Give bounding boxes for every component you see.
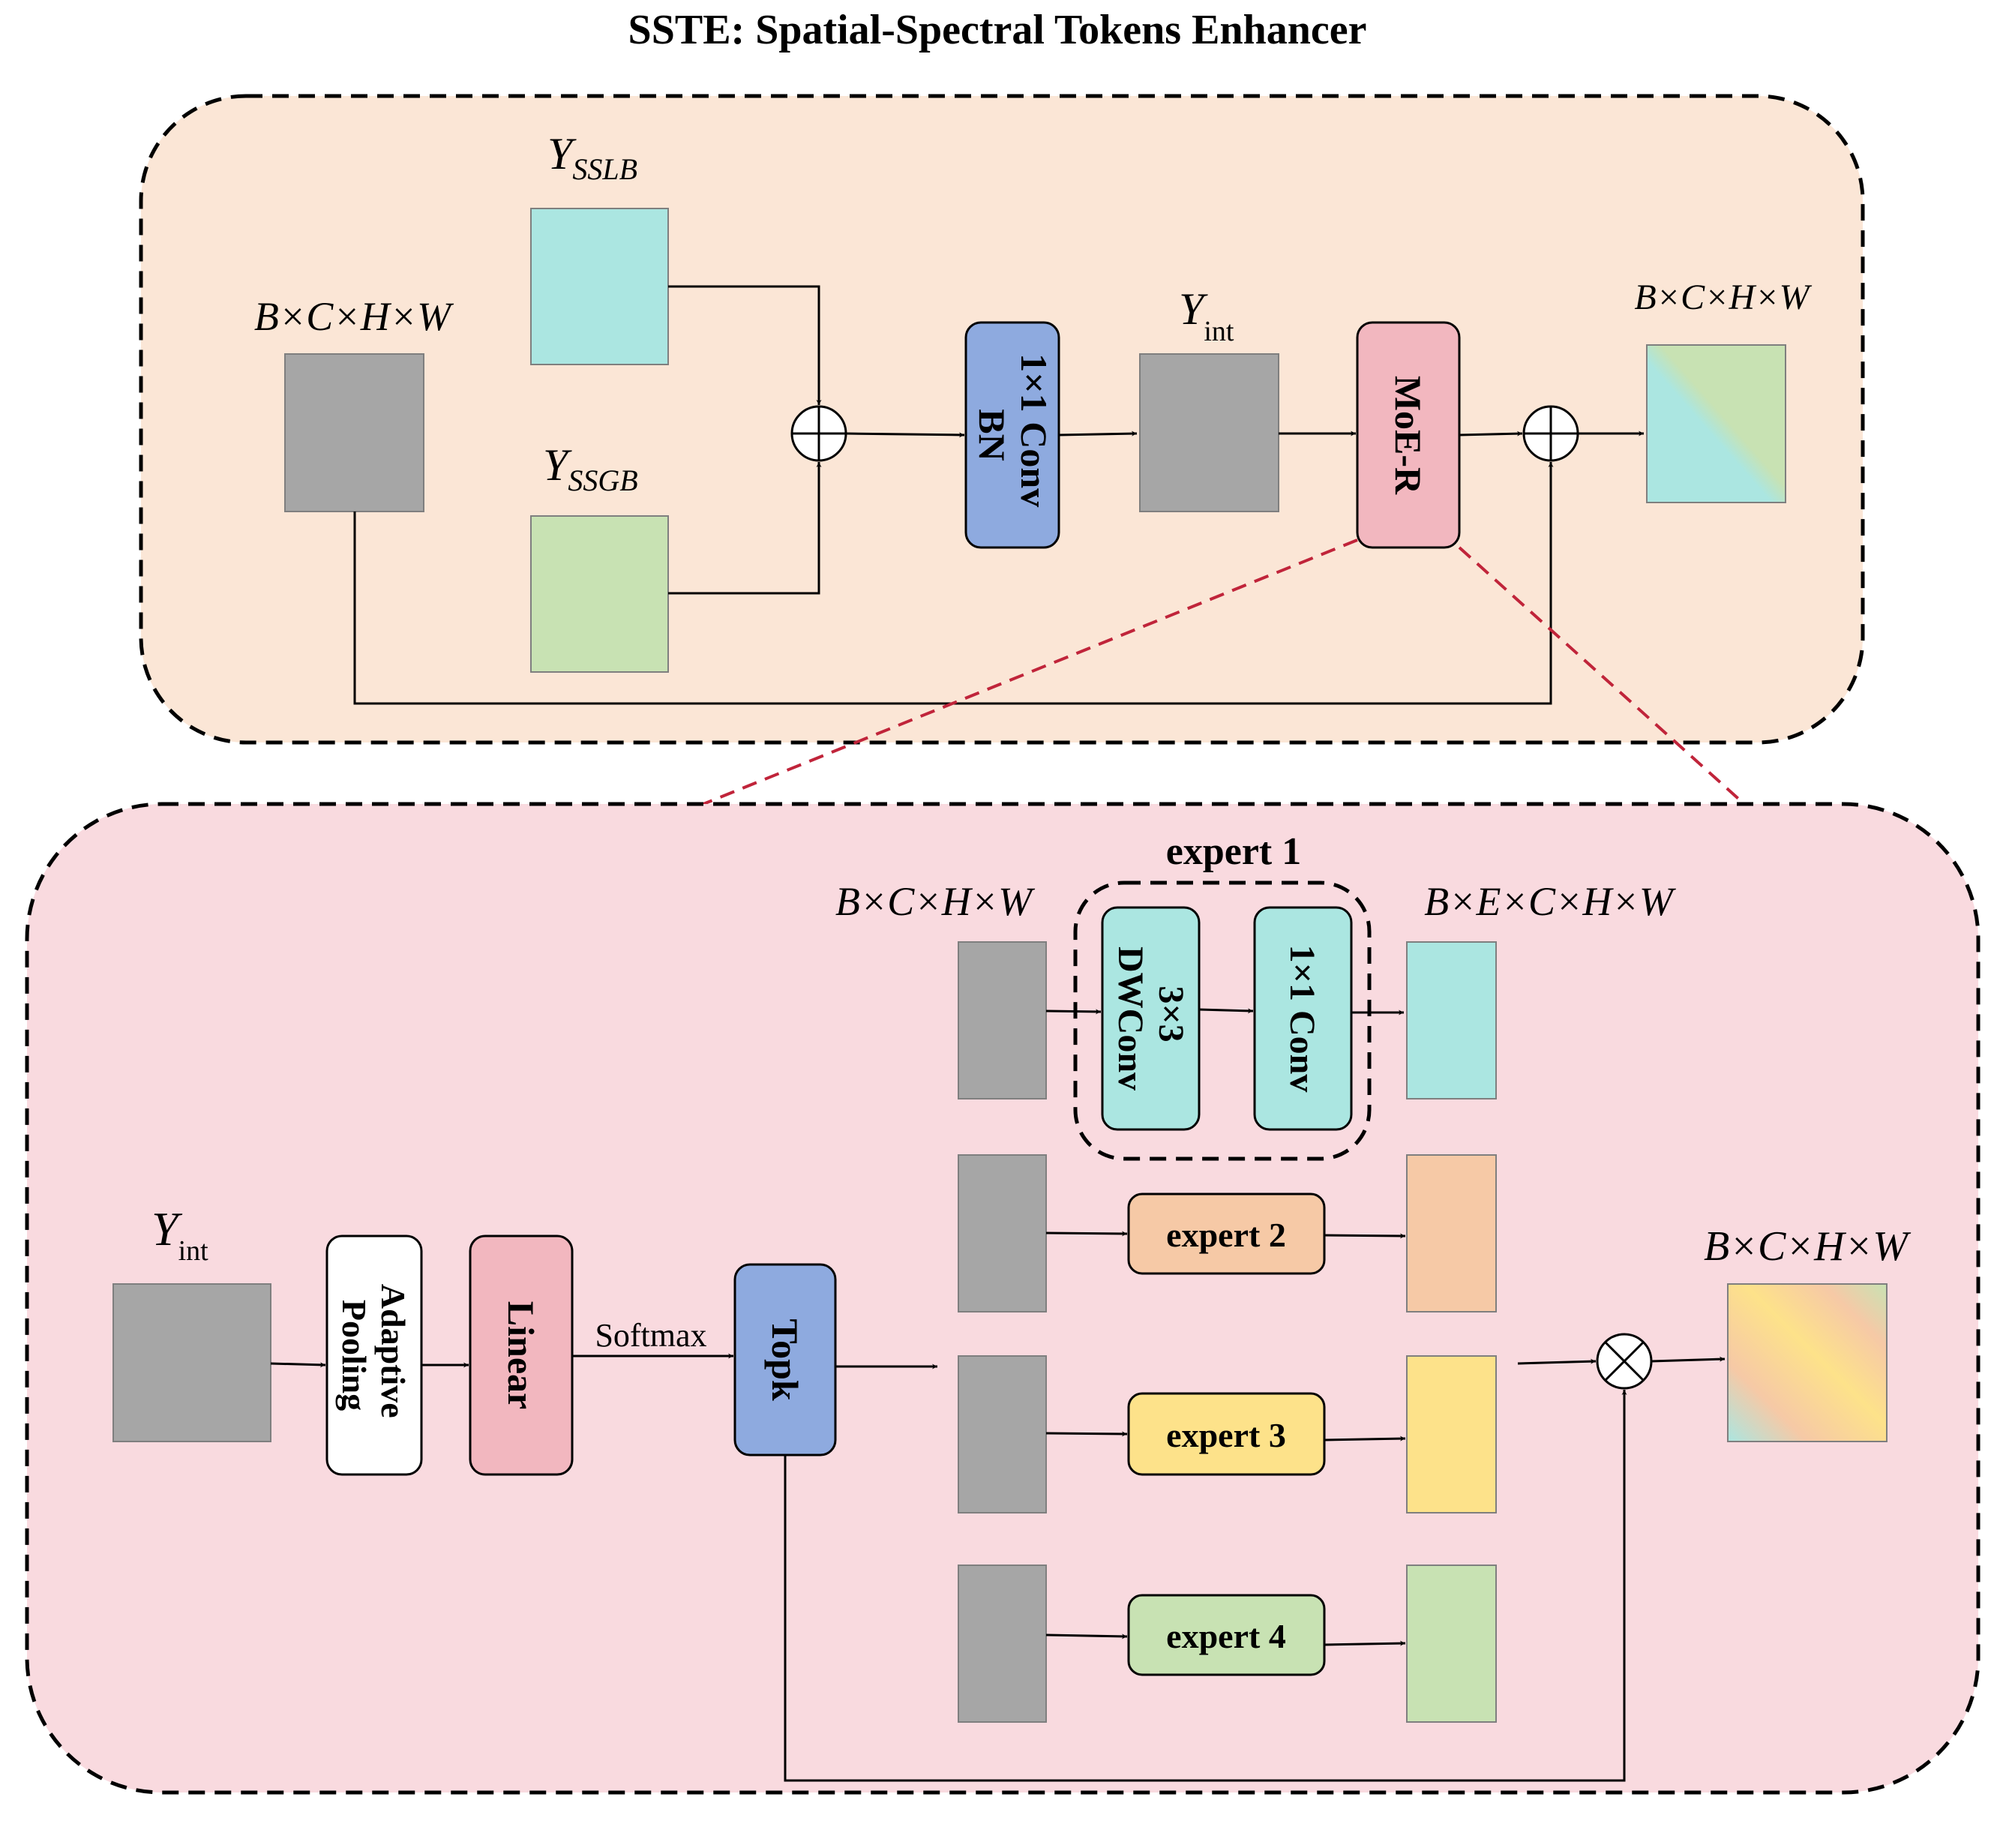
expert2-label: expert 2 [1166,1216,1286,1254]
expert2-out-arrow [1324,1233,1406,1239]
top-output-block [1646,344,1786,503]
linear-label: Linear [500,1301,542,1409]
adaptive-pooling-module [325,1234,423,1476]
expert1-title: expert 1 [1166,830,1301,873]
expert3-out-arrow [1324,1436,1406,1442]
zoom-link-right [1458,546,1746,806]
y-sslb-block [530,208,669,365]
bottom-y-int-block [112,1283,271,1442]
expert1-output-label: B×E×C×H×W [1424,879,1677,924]
expert3-output-block [1406,1355,1497,1514]
expert4-module [1127,1594,1326,1676]
bottom-y-int-label: Yint [151,1202,208,1267]
expert4-label: expert 4 [1166,1617,1286,1655]
top-input-label: B×C×H×W [254,294,454,339]
expert1-in-arrow [1045,1009,1102,1015]
bottom-output-label: B×C×H×W [1704,1223,1911,1270]
expert1-input-block [958,941,1047,1100]
zoom-link-left [703,538,1358,806]
top-y-int-label: Yint [1179,284,1234,347]
bottom-output-block [1727,1283,1888,1442]
conv-to-yint-arrow [1058,430,1138,436]
add-to-conv-arrow [845,432,965,438]
expert4-out-arrow [1324,1640,1406,1646]
dwconv-to-conv-arrow [1198,1008,1254,1014]
sslb-to-add-arrow [668,285,822,405]
adaptive-pooling-label: Adaptive Pooling [335,1284,412,1426]
expert1-input-label: B×C×H×W [835,879,1036,924]
multiply-times-circle-icon [1596,1333,1653,1390]
y-sslb-label: YSSLB [547,129,637,186]
top-output-label: B×C×H×W [1634,278,1812,317]
ssgb-to-add-arrow [668,462,822,595]
dwconv-module [1101,906,1201,1131]
topk-label: Topk [764,1318,806,1401]
conv1x1-module [1253,906,1353,1131]
expert2-in-arrow [1045,1231,1128,1237]
yint-to-pool-arrow [270,1362,326,1368]
top-input-block [284,353,424,512]
conv-bn-label: 1×1 Conv BN [971,353,1055,516]
dwconv-label: 3×3 DWConv [1111,946,1191,1090]
moe-r-label: MoE-R [1387,376,1429,495]
top-residual-plus-circle-icon [1522,405,1579,462]
expert2-input-block [958,1154,1047,1312]
expert4-input-block [958,1564,1047,1723]
expert3-in-arrow [1045,1431,1128,1437]
y-ssgb-label: YSSGB [543,440,638,497]
top-y-int-block [1139,353,1279,512]
topk-weights-arrow [784,1390,1627,1782]
expert2-output-block [1406,1154,1497,1312]
expert2-module [1127,1192,1326,1275]
moe-to-add-arrow [1459,430,1523,436]
top-add-plus-circle-icon [790,405,847,462]
expert3-label: expert 3 [1166,1416,1286,1454]
multiply-to-output-arrow [1651,1356,1726,1363]
expert3-module [1127,1392,1326,1476]
conv1x1-label: 1×1 Conv [1282,945,1322,1093]
expert4-in-arrow [1045,1634,1128,1640]
expert3-input-block [958,1355,1047,1514]
expert1-output-block [1406,941,1497,1100]
softmax-label: Softmax [595,1317,706,1354]
expert4-output-block [1406,1564,1497,1723]
y-ssgb-block [530,515,669,673]
diagram-title: SSTE: Spatial-Spectral Tokens Enhancer [628,7,1367,53]
experts-to-multiply-arrow [1517,1358,1597,1365]
